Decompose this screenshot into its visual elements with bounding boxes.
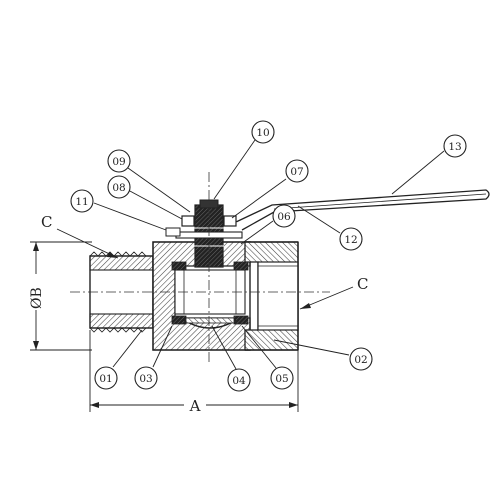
chamfer-right: C [299, 275, 368, 310]
svg-text:06: 06 [277, 211, 291, 223]
stop-washer [165, 227, 181, 237]
svg-text:04: 04 [232, 375, 246, 387]
svg-text:03: 03 [139, 373, 152, 385]
callout-balloons: 01 02 03 04 05 06 07 08 [70, 120, 467, 392]
svg-text:09: 09 [112, 156, 125, 168]
callout-02: 02 [349, 347, 373, 371]
svg-text:05: 05 [275, 373, 288, 385]
svg-text:01: 01 [99, 373, 112, 385]
callout-01: 01 [94, 366, 118, 390]
dimension-diameter-b: ØB [24, 241, 92, 351]
chamfer-right-label: C [357, 275, 368, 293]
svg-text:10: 10 [256, 127, 269, 139]
dimension-a: A [89, 330, 299, 415]
callout-05: 05 [270, 366, 294, 390]
svg-text:12: 12 [344, 234, 357, 246]
chamfer-left-label: C [41, 213, 52, 231]
dimension-a-label: A [189, 397, 201, 415]
callout-07: 07 [285, 159, 309, 183]
callout-03: 03 [134, 366, 158, 390]
svg-text:11: 11 [75, 196, 88, 208]
callout-10: 10 [251, 120, 275, 144]
callout-09: 09 [107, 149, 131, 173]
chamfer-left: C [41, 213, 119, 259]
dimension-b-label: ØB [29, 287, 45, 309]
svg-text:07: 07 [290, 166, 303, 178]
svg-text:08: 08 [112, 182, 125, 194]
callout-11: 11 [70, 189, 94, 213]
callout-leaders [93, 139, 445, 370]
handle-lever [235, 189, 490, 231]
callout-04: 04 [227, 368, 251, 392]
callout-08: 08 [107, 175, 131, 199]
callout-13: 13 [443, 134, 467, 158]
seat-rings [171, 261, 249, 325]
callout-12: 12 [339, 227, 363, 251]
svg-text:13: 13 [448, 141, 461, 153]
female-end-body [244, 241, 299, 351]
svg-text:02: 02 [354, 354, 367, 366]
callout-06: 06 [272, 204, 296, 228]
